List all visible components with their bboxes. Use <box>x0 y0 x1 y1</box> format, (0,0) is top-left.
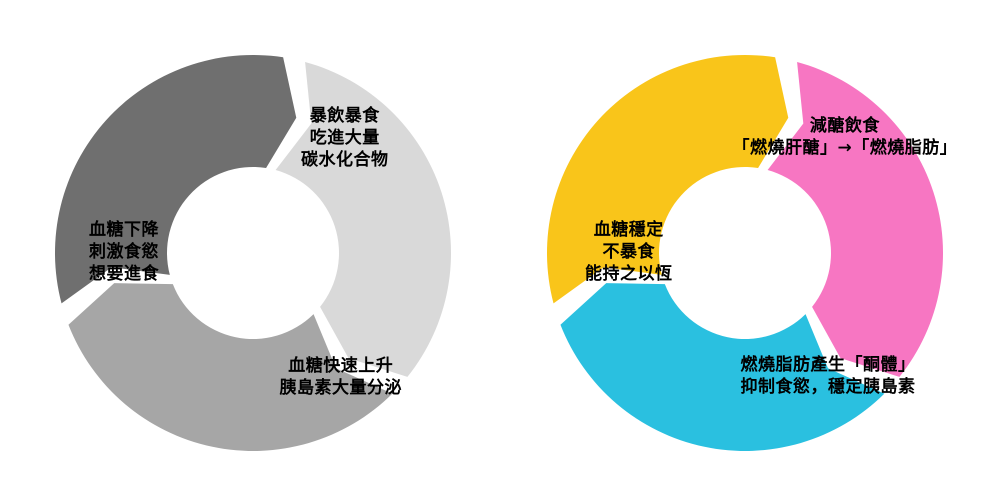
cycle-segment-blood-sugar-spike[interactable] <box>68 283 393 451</box>
cycle-segment-stable-blood-sugar[interactable] <box>546 54 789 304</box>
cycle-segment-ketone-production[interactable] <box>560 283 885 451</box>
cycle-segment-blood-sugar-drop[interactable] <box>54 54 297 304</box>
cycle-segment-overeating[interactable] <box>275 61 452 377</box>
cycle-segment-low-carb-diet[interactable] <box>767 61 944 377</box>
segments-layer <box>54 54 944 451</box>
